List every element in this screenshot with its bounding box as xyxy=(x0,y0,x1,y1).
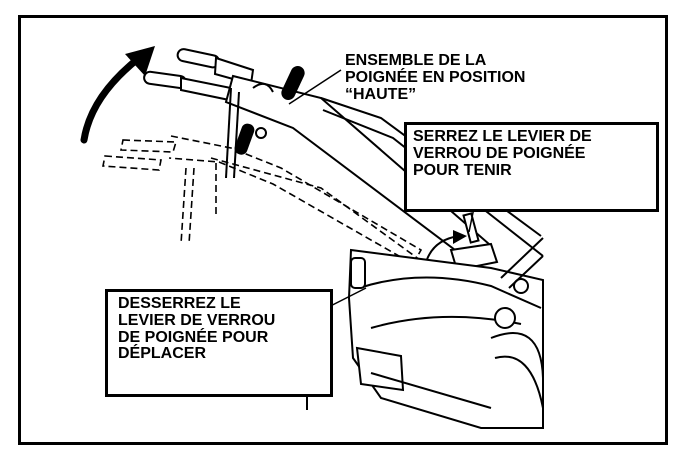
tiller-body xyxy=(306,237,544,429)
tighten-lever-callout: SERREZ LE LEVIER DE VERROU DE POIGNÉE PO… xyxy=(404,122,659,212)
handle-up-position xyxy=(143,48,544,264)
handle-position-label: ENSEMBLE DE LA POIGNÉE EN POSITION “HAUT… xyxy=(345,52,526,103)
tiller-illustration xyxy=(80,46,544,429)
handle-down-position xyxy=(102,135,432,269)
curved-arrow-icon xyxy=(80,46,155,144)
loosen-lever-callout: DESSERREZ LE LEVIER DE VERROU DE POIGNÉE… xyxy=(105,289,333,397)
diagram-frame: ENSEMBLE DE LA POIGNÉE EN POSITION “HAUT… xyxy=(18,15,668,445)
loosen-lever-label: DESSERREZ LE LEVIER DE VERROU DE POIGNÉE… xyxy=(118,295,276,363)
tighten-lever-label: SERREZ LE LEVIER DE VERROU DE POIGNÉE PO… xyxy=(413,128,592,179)
